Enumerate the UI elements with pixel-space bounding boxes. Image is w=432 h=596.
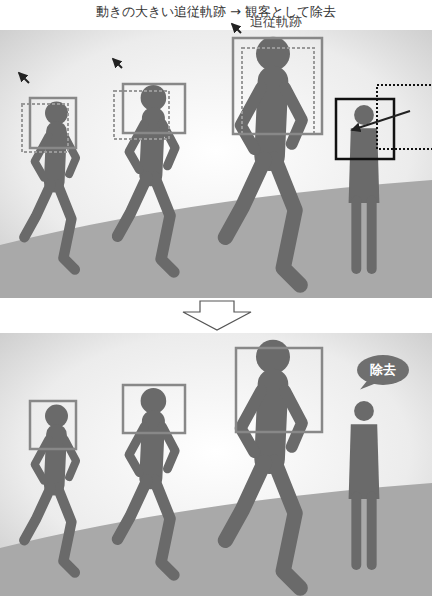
runner-silhouette xyxy=(24,405,76,573)
track-box xyxy=(123,84,185,133)
track-box xyxy=(30,98,76,148)
scene-background xyxy=(0,333,432,596)
diagram-title: 動きの大きい追従軌跡 → 観客として除去 xyxy=(0,3,432,21)
track-box xyxy=(236,348,322,432)
past-track-box xyxy=(242,48,314,134)
track-box xyxy=(30,401,76,449)
track-box xyxy=(336,99,394,159)
runner-silhouette xyxy=(24,102,76,270)
track-box xyxy=(123,385,185,433)
past-track-box xyxy=(377,85,432,149)
annotation-label: 追従軌跡 xyxy=(250,13,302,31)
track-box xyxy=(233,38,322,134)
motion-arrow xyxy=(19,73,29,83)
bubble-body xyxy=(357,355,409,385)
spectator-silhouette xyxy=(349,401,380,565)
bubble-text: 除去 xyxy=(357,355,409,385)
motion-arrow xyxy=(113,59,122,68)
speech-bubble: 除去 xyxy=(357,355,409,385)
motion-arrow xyxy=(352,111,410,130)
runner-silhouette xyxy=(118,85,176,272)
runner-silhouette xyxy=(118,388,176,575)
runner-silhouette xyxy=(225,37,302,285)
motion-arrow xyxy=(232,24,241,33)
scene-background xyxy=(0,30,432,298)
transition-arrow xyxy=(183,301,251,330)
